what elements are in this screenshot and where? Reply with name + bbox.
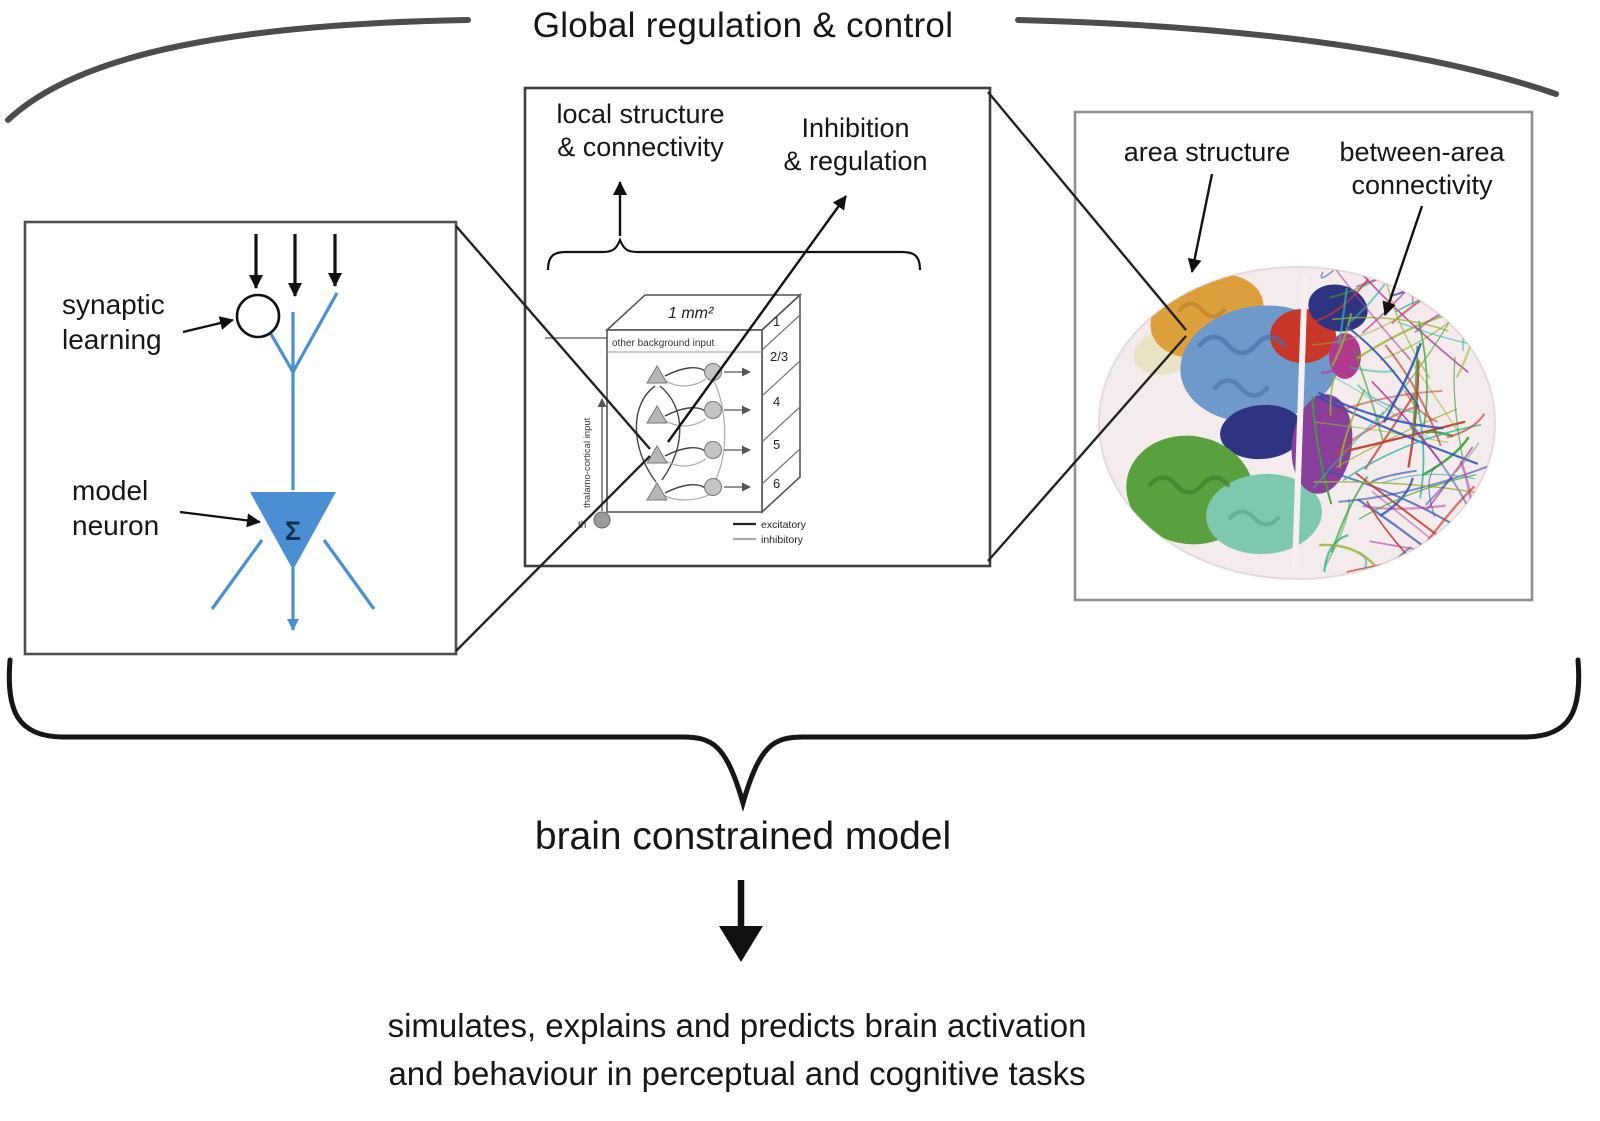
global-brace-left xyxy=(5,17,471,123)
neuron-panel-box xyxy=(23,220,458,656)
soma-triangle xyxy=(250,492,336,570)
sigma-symbol: Σ xyxy=(285,516,301,546)
model-output-arrowhead xyxy=(719,926,763,962)
model-neuron-label: model neuron xyxy=(72,474,159,543)
caption: simulates, explains and predicts brain a… xyxy=(137,1002,1337,1098)
circuit-brace xyxy=(546,237,922,271)
inhibitory-cells xyxy=(704,363,722,496)
excitatory-connections xyxy=(635,367,706,494)
thalamus-node xyxy=(593,511,611,529)
caption-line1: simulates, explains and predicts brain a… xyxy=(387,1007,1087,1044)
annotations xyxy=(5,17,1582,962)
local-structure-line2: & connectivity xyxy=(557,132,724,163)
zoom-line-circuit-bottom xyxy=(987,335,1187,562)
synaptic-learning-line2: learning xyxy=(62,323,162,355)
figure-title: Global regulation & control xyxy=(532,6,954,45)
model-neuron-line2: neuron xyxy=(72,509,160,541)
circuit-drawing: 1 mm² other background input 1 2/3 4 5 6 xyxy=(545,293,807,546)
input-arrows xyxy=(249,234,342,297)
local-structure-label: local structure & connectivity xyxy=(533,98,748,165)
between-area-label: between-area connectivity xyxy=(1317,136,1527,203)
between-area-arrow xyxy=(1382,205,1424,316)
zoom-lines xyxy=(455,91,1187,652)
gather-brace xyxy=(6,657,1582,813)
brain-illustration xyxy=(1098,266,1496,580)
synaptic-learning-arrow xyxy=(182,316,234,334)
inhibition-line1: Inhibition xyxy=(801,113,910,143)
between-area-line2: connectivity xyxy=(1351,170,1493,201)
model-neuron-line1: model xyxy=(72,475,149,506)
layer-output-arrows xyxy=(724,367,751,492)
synapse-circle xyxy=(235,293,281,339)
local-structure-line1: local structure xyxy=(556,99,725,129)
zoom-line-neuron-bottom xyxy=(455,455,651,652)
zoom-line-neuron-top xyxy=(455,225,651,450)
layer-label: 5 xyxy=(773,437,780,452)
layer-divisions xyxy=(761,314,801,485)
hemisphere-seam xyxy=(1292,274,1308,569)
legend-inhibitory-label: inhibitory xyxy=(761,534,804,546)
synaptic-learning-label: synaptic learning xyxy=(62,288,165,357)
area-size-label: 1 mm² xyxy=(668,305,714,322)
inhibition-arrow xyxy=(667,195,847,443)
layer-label: 4 xyxy=(773,394,780,409)
synaptic-learning-line1: synaptic xyxy=(62,289,165,320)
background-input-label: other background input xyxy=(612,338,715,349)
gyri-texture xyxy=(1147,301,1287,527)
between-area-line1: between-area xyxy=(1339,137,1505,167)
area-structure-arrow xyxy=(1187,173,1214,273)
caption-line2: and behaviour in perceptual and cognitiv… xyxy=(388,1054,1086,1092)
thalamo-input-label: thalamo-cortical input xyxy=(582,417,593,508)
layer-label: 6 xyxy=(773,476,780,491)
layer-label: 1 xyxy=(773,314,780,329)
neuron-drawing: Σ xyxy=(179,234,376,631)
layer-label: 2/3 xyxy=(770,349,788,364)
inhibition-line2: & regulation xyxy=(783,146,928,177)
inhibition-regulation-label: Inhibition & regulation xyxy=(758,112,953,179)
excitatory-cells xyxy=(646,365,668,501)
zoom-line-circuit-top xyxy=(987,91,1187,331)
area-structure-label: area structure xyxy=(1123,137,1291,167)
global-brace-right xyxy=(1015,17,1559,97)
brain-constrained-model-label: brain constrained model xyxy=(534,815,952,858)
legend-excitatory-label: excitatory xyxy=(761,519,807,531)
model-neuron-arrow xyxy=(179,510,261,528)
